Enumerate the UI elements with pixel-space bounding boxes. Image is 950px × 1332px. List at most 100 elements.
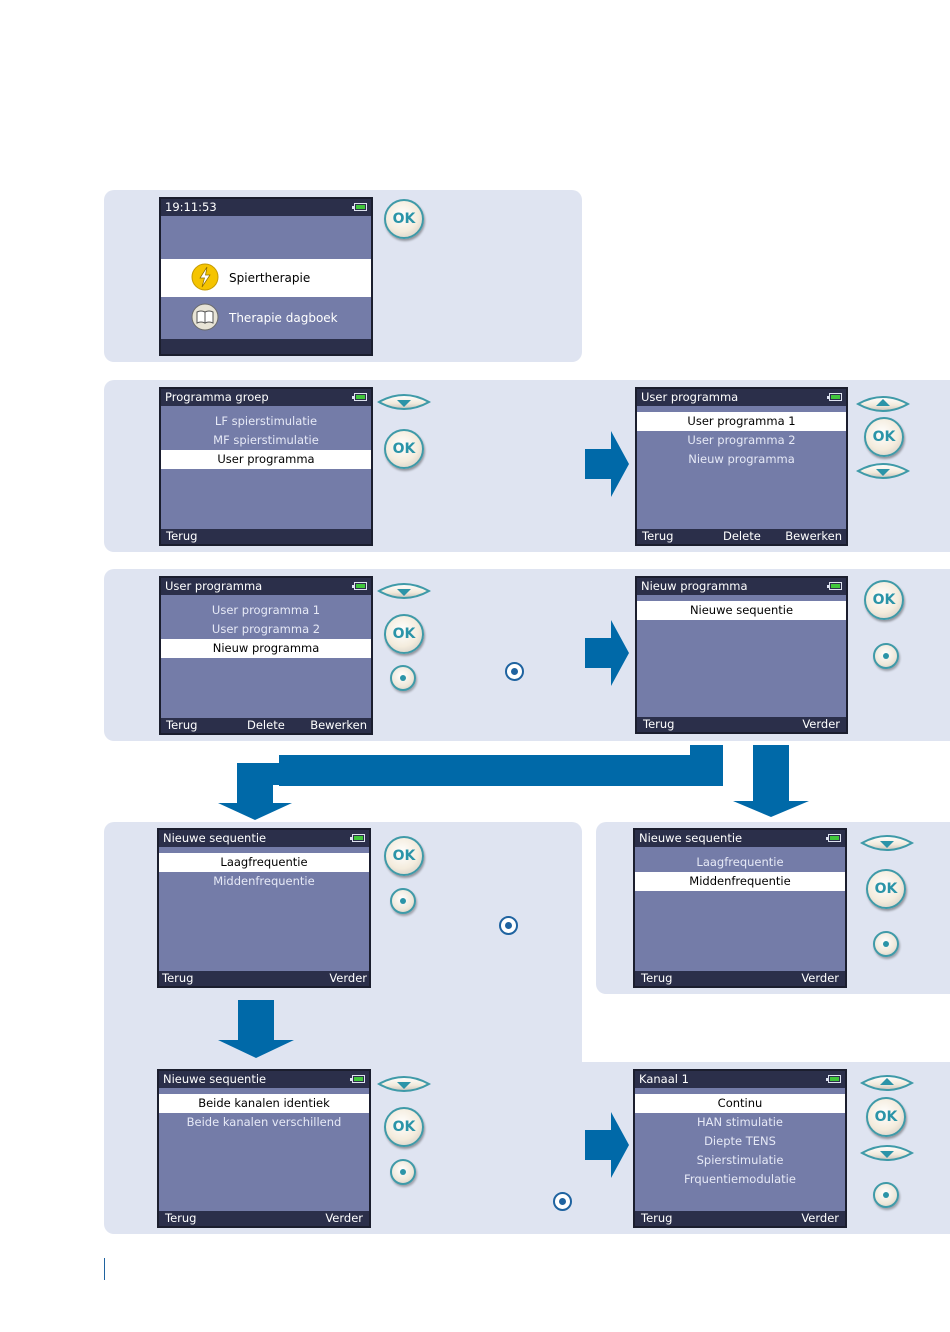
footer-back-label[interactable]: Terug	[641, 971, 673, 985]
screen-user-programma-new: User programma User programma 1 User pro…	[159, 576, 373, 735]
screen-footer-bar: Terug Verder	[159, 1211, 369, 1226]
battery-icon	[352, 203, 367, 211]
footer-next-label[interactable]: Verder	[329, 971, 367, 985]
list-item[interactable]: Frquentiemodulatie	[684, 1172, 796, 1186]
screen-footer-bar: Terug Verder	[159, 971, 369, 986]
battery-icon	[826, 1075, 841, 1083]
screen-home-menu: 19:11:53 Spiertherapie Therapie dagboek	[159, 197, 373, 356]
menu-item-label: Therapie dagboek	[229, 311, 338, 325]
screen-programma-groep: Programma groep LF spierstimulatie MF sp…	[159, 387, 373, 546]
flow-arrow-right	[585, 1112, 629, 1178]
dot-button[interactable]	[390, 665, 416, 691]
menu-item-spiertherapie[interactable]: Spiertherapie	[161, 259, 371, 297]
battery-icon	[827, 393, 842, 401]
book-icon	[191, 303, 219, 331]
dot-button[interactable]	[873, 931, 899, 957]
arrow-down-button[interactable]	[860, 831, 914, 857]
arrow-down-icon	[397, 1082, 411, 1089]
screen-footer-bar: Terug Verder	[635, 971, 845, 986]
battery-icon	[352, 582, 367, 590]
ok-button[interactable]: OK	[866, 1097, 906, 1137]
arrow-down-button[interactable]	[377, 390, 431, 416]
footer-edit-label[interactable]: Bewerken	[785, 529, 842, 543]
arrow-up-icon	[880, 1078, 894, 1085]
screen-title: Kanaal 1	[635, 1071, 845, 1088]
list-item-selected[interactable]: User programma 1	[637, 412, 846, 431]
list-item[interactable]: User programma 1	[211, 603, 321, 617]
ok-button[interactable]: OK	[384, 429, 424, 469]
screen-nieuw-programma: Nieuw programma Nieuwe sequentie Terug V…	[635, 576, 848, 734]
list-item-selected[interactable]: Continu	[635, 1094, 845, 1113]
ok-button[interactable]: OK	[384, 614, 424, 654]
flow-arrow-right	[585, 620, 629, 686]
footer-back-label[interactable]: Terug	[162, 971, 194, 985]
footer-back-label[interactable]: Terug	[166, 718, 198, 732]
arrow-down-icon	[397, 400, 411, 407]
footer-next-label[interactable]: Verder	[801, 1211, 839, 1225]
list-item[interactable]: MF spierstimulatie	[213, 433, 319, 447]
list-item[interactable]: Beide kanalen verschillend	[186, 1115, 342, 1129]
arrow-down-button[interactable]	[377, 1072, 431, 1098]
screen-footer-bar: Terug Verder	[637, 717, 846, 732]
flow-arrow-down-left	[218, 745, 723, 820]
lightning-icon	[191, 263, 219, 291]
list-item[interactable]: User programma 2	[211, 622, 321, 636]
screen-title: Nieuw programma	[637, 578, 846, 595]
arrow-up-button[interactable]	[856, 390, 910, 416]
list-item[interactable]: Spierstimulatie	[696, 1153, 784, 1167]
dot-button[interactable]	[873, 643, 899, 669]
flow-arrow-down-right	[733, 745, 809, 817]
list-item[interactable]: User programma 2	[687, 433, 796, 447]
footer-delete-label[interactable]: Delete	[247, 718, 285, 732]
menu-item-therapie-dagboek[interactable]: Therapie dagboek	[161, 299, 371, 337]
ok-button[interactable]: OK	[384, 1107, 424, 1147]
arrow-up-icon	[876, 399, 890, 406]
footer-back-label[interactable]: Terug	[165, 1211, 197, 1225]
list-item[interactable]: Middenfrequentie	[213, 874, 315, 888]
battery-icon	[826, 834, 841, 842]
arrow-down-icon	[876, 469, 890, 476]
screen-nieuwe-sequentie-mf: Nieuwe sequentie Laagfrequentie Middenfr…	[633, 828, 847, 988]
footer-back-label[interactable]: Terug	[643, 717, 675, 731]
screen-footer-bar: Terug Verder	[635, 1211, 845, 1226]
screen-kanaal-1: Kanaal 1 Continu HAN stimulatie Diepte T…	[633, 1069, 847, 1228]
dot-symbol-icon	[553, 1192, 572, 1211]
ok-button[interactable]: OK	[384, 199, 424, 239]
list-item[interactable]: Diepte TENS	[704, 1134, 776, 1148]
list-item[interactable]: HAN stimulatie	[697, 1115, 783, 1129]
footer-back-label[interactable]: Terug	[641, 1211, 673, 1225]
footer-edit-label[interactable]: Bewerken	[310, 718, 367, 732]
screen-nieuwe-sequentie-lf: Nieuwe sequentie Laagfrequentie Middenfr…	[157, 828, 371, 988]
arrow-down-button[interactable]	[860, 1141, 914, 1167]
ok-button[interactable]: OK	[864, 417, 904, 457]
footer-delete-label[interactable]: Delete	[723, 529, 761, 543]
dot-button[interactable]	[390, 888, 416, 914]
ok-button[interactable]: OK	[384, 836, 424, 876]
list-item[interactable]: Laagfrequentie	[696, 855, 784, 869]
list-item[interactable]: Nieuw programma	[688, 452, 795, 466]
list-item-selected[interactable]: Laagfrequentie	[159, 853, 369, 872]
menu-item-label: Spiertherapie	[229, 271, 311, 285]
dot-button[interactable]	[390, 1159, 416, 1185]
ok-button[interactable]: OK	[866, 869, 906, 909]
footer-next-label[interactable]: Verder	[802, 717, 840, 731]
arrow-down-button[interactable]	[856, 459, 910, 485]
footer-next-label[interactable]: Verder	[325, 1211, 363, 1225]
list-item-selected[interactable]: Beide kanalen identiek	[159, 1094, 369, 1113]
footer-back-label[interactable]: Terug	[642, 529, 674, 543]
footer-back-label[interactable]: Terug	[166, 529, 198, 543]
footer-next-label[interactable]: Verder	[801, 971, 839, 985]
dot-button[interactable]	[873, 1182, 899, 1208]
list-item-selected[interactable]: User programma	[161, 450, 371, 469]
list-item[interactable]: LF spierstimulatie	[214, 414, 318, 428]
screen-title: User programma	[637, 389, 846, 406]
screen-footer-bar: Terug	[161, 529, 371, 544]
ok-button[interactable]: OK	[864, 580, 904, 620]
battery-icon	[350, 1075, 365, 1083]
screen-title: User programma	[161, 578, 371, 595]
list-item-selected[interactable]: Nieuwe sequentie	[637, 601, 846, 620]
list-item-selected[interactable]: Nieuw programma	[161, 639, 371, 658]
arrow-down-button[interactable]	[377, 579, 431, 605]
arrow-up-button[interactable]	[860, 1069, 914, 1095]
list-item-selected[interactable]: Middenfrequentie	[635, 872, 845, 891]
